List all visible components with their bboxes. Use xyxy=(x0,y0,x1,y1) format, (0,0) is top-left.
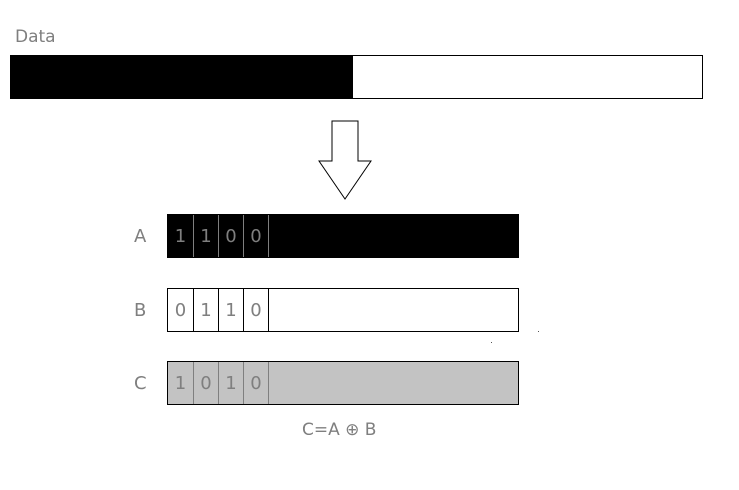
register-a-bit-1: 1 xyxy=(168,215,194,257)
register-b-bit-2: 1 xyxy=(194,289,219,331)
register-b-bit-1: 0 xyxy=(168,289,194,331)
register-c-bit-4: 0 xyxy=(244,362,269,404)
register-a-bit-2: 1 xyxy=(194,215,219,257)
register-a: 1 1 0 0 xyxy=(167,214,519,258)
register-c-bit-1: 1 xyxy=(168,362,194,404)
data-bar xyxy=(10,55,703,99)
register-c: 1 0 1 0 xyxy=(167,361,519,405)
register-c-bit-2: 0 xyxy=(194,362,219,404)
register-c-bit-3: 1 xyxy=(219,362,244,404)
xor-formula: C=A ⊕ B xyxy=(302,420,377,440)
register-b-bit-3: 1 xyxy=(219,289,244,331)
data-label: Data xyxy=(15,27,56,47)
stray-dot xyxy=(538,331,539,332)
down-arrow-icon xyxy=(318,120,372,200)
register-a-bit-4: 0 xyxy=(244,215,269,257)
data-bar-fill xyxy=(11,56,354,98)
register-b-bit-4: 0 xyxy=(244,289,269,331)
register-b: 0 1 1 0 xyxy=(167,288,519,332)
register-a-label: A xyxy=(134,226,147,247)
register-c-label: C xyxy=(134,373,147,394)
stray-dot xyxy=(491,342,492,343)
register-b-label: B xyxy=(134,300,147,321)
register-a-bit-3: 0 xyxy=(219,215,244,257)
